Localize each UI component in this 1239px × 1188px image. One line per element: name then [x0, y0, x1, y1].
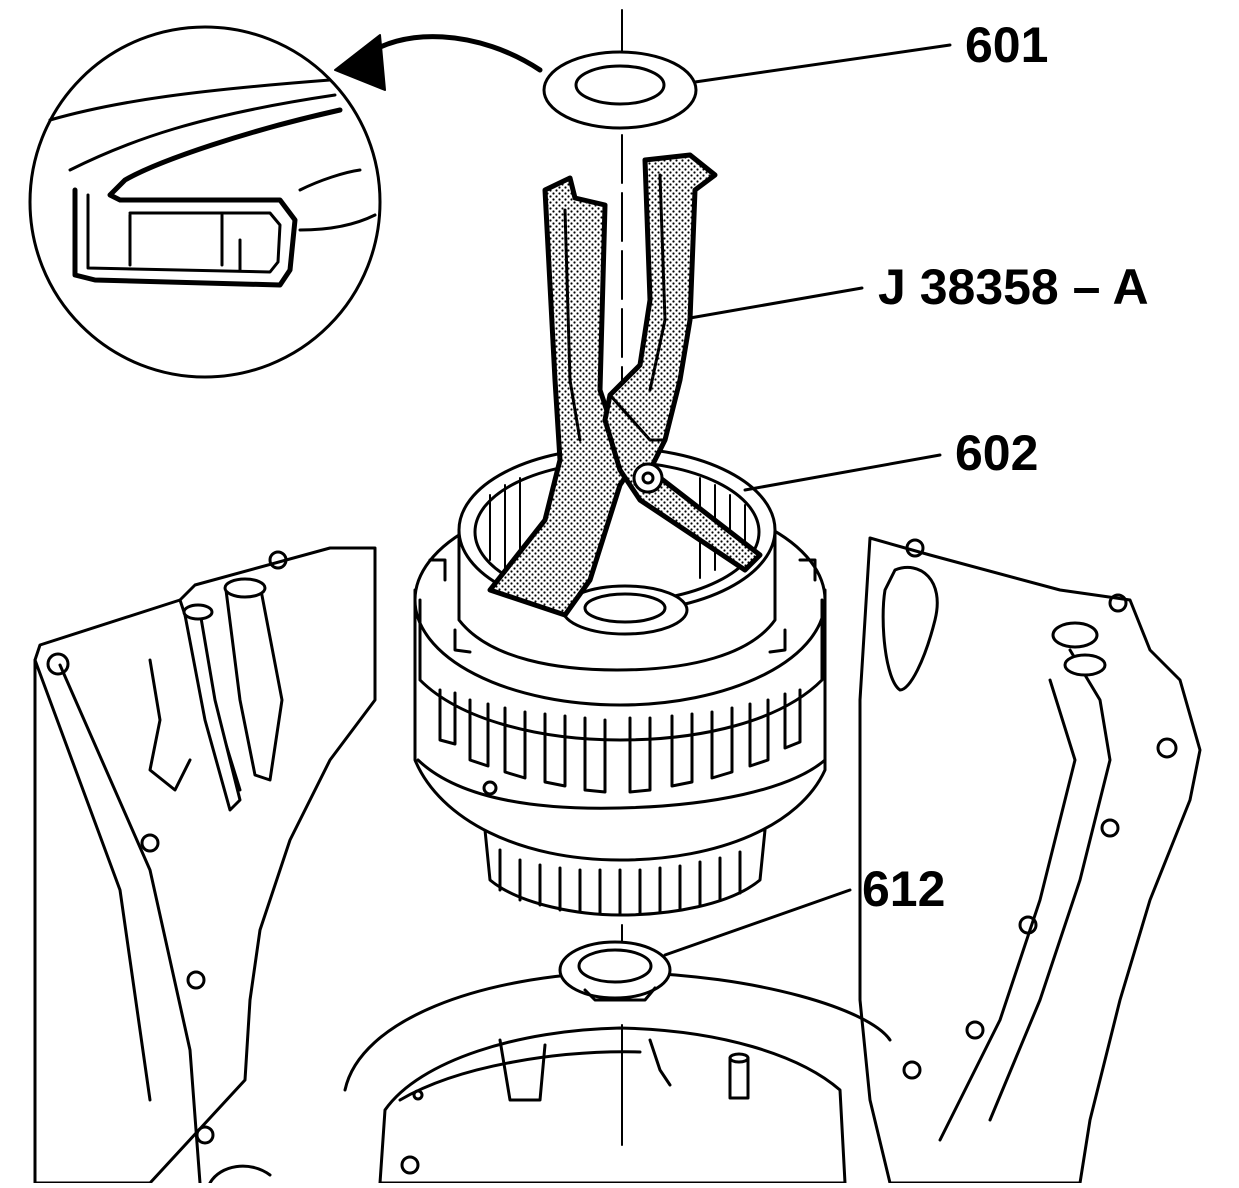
tool-j38358a	[487, 152, 763, 618]
callout-612: 612	[862, 861, 946, 917]
leader-612	[663, 888, 852, 957]
housing-602	[413, 446, 827, 917]
leader-602	[743, 453, 942, 492]
leader-601	[693, 43, 952, 84]
seal-detail-inset	[28, 25, 543, 379]
callout-j38358a: J 38358 – A	[878, 259, 1149, 315]
leader-lines	[663, 43, 952, 957]
seal-601	[542, 50, 698, 130]
transmission-case	[33, 536, 1202, 1185]
callout-601: 601	[965, 17, 1049, 73]
callout-602: 602	[955, 425, 1039, 481]
seal-612	[558, 940, 672, 1002]
leader-tool	[688, 286, 864, 320]
